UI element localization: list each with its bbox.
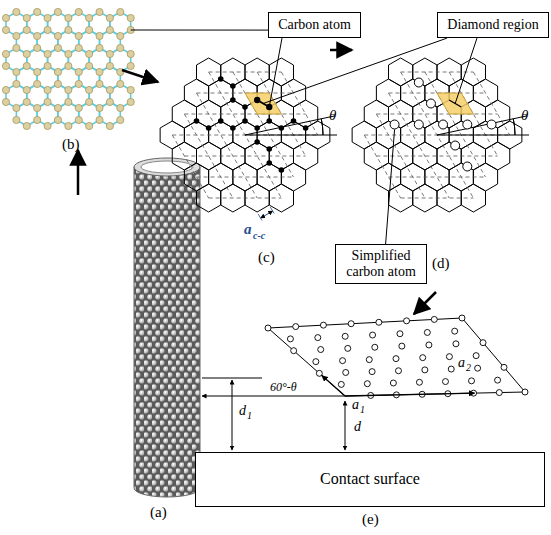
hex-grid — [160, 58, 337, 220]
figure-label: c-c — [253, 231, 265, 241]
surface-label: Contact surface — [320, 470, 420, 488]
contact-surface-box: Contact surface — [195, 452, 545, 507]
figure-label: d — [239, 404, 246, 418]
leader-line — [269, 38, 282, 107]
figure-label: d — [354, 420, 361, 434]
leader-line — [455, 38, 477, 103]
figure-label: (c) — [258, 250, 275, 265]
dimension-lines — [202, 378, 345, 450]
figure-label: (d) — [432, 256, 450, 271]
nanotube — [134, 158, 200, 497]
figure-label: 2 — [466, 363, 471, 373]
leader-line — [131, 30, 268, 31]
figure-label: 1 — [247, 411, 252, 421]
callout-box: Carbon atom — [268, 12, 361, 38]
graphene-sheet — [2, 8, 134, 129]
leader-line — [386, 130, 395, 245]
leader-line — [263, 38, 447, 103]
figure-label: a — [352, 398, 359, 412]
atom-plane — [202, 315, 528, 398]
figure-label: (e) — [362, 512, 379, 527]
simplified-grid — [352, 58, 529, 212]
figure-label: a — [244, 222, 252, 237]
figure-label: a — [458, 356, 465, 370]
figure-label: θ — [329, 108, 336, 123]
figure-label: (b) — [62, 137, 80, 152]
callout-text: Carbon atom — [277, 17, 352, 33]
figure-label: (a) — [150, 505, 167, 520]
callout-box: Diamond region — [437, 12, 549, 38]
callout-box: Simplified carbon atom — [335, 244, 427, 284]
step-arrows — [78, 50, 436, 314]
callout-text: Diamond region — [446, 17, 540, 33]
figure-label: 1 — [360, 405, 365, 415]
figure-label: θ — [521, 108, 528, 123]
callout-text: Simplified carbon atom — [342, 248, 420, 280]
leader-lines — [131, 30, 477, 244]
figure-label: 60°-θ — [270, 381, 297, 393]
